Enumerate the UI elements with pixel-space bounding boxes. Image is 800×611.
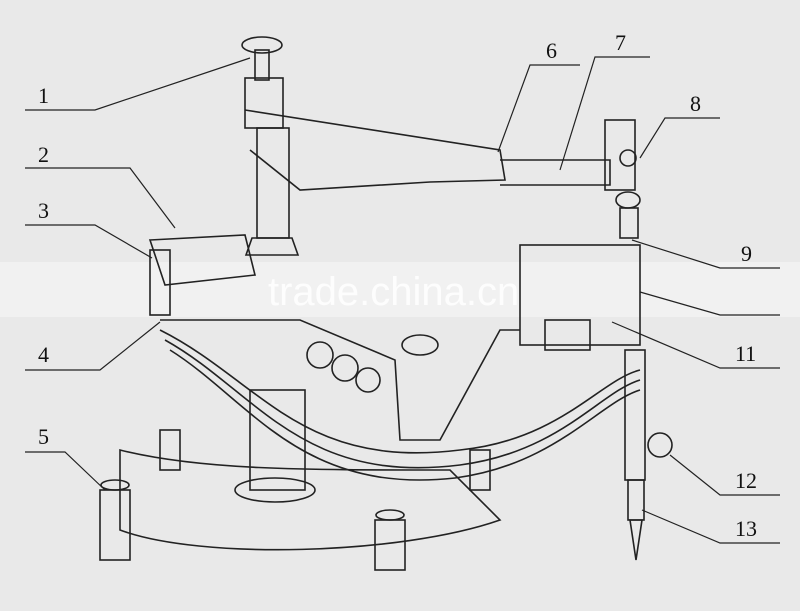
cutting-machine-drawing [99, 36, 673, 571]
callout-6: 6 [546, 38, 557, 63]
watermark: trade.china.cn [268, 270, 519, 314]
callout-8: 8 [690, 91, 701, 116]
callout-13: 13 [735, 516, 757, 541]
leader-lines [25, 56, 780, 544]
callout-12: 12 [735, 468, 757, 493]
callout-9: 9 [741, 241, 752, 266]
callout-11: 11 [735, 341, 756, 366]
callout-3: 3 [38, 198, 49, 223]
callout-7: 7 [615, 30, 626, 55]
watermark-band [0, 262, 800, 317]
callout-5: 5 [38, 424, 49, 449]
callout-1: 1 [38, 83, 49, 108]
callout-2: 2 [38, 142, 49, 167]
callout-4: 4 [38, 342, 49, 367]
